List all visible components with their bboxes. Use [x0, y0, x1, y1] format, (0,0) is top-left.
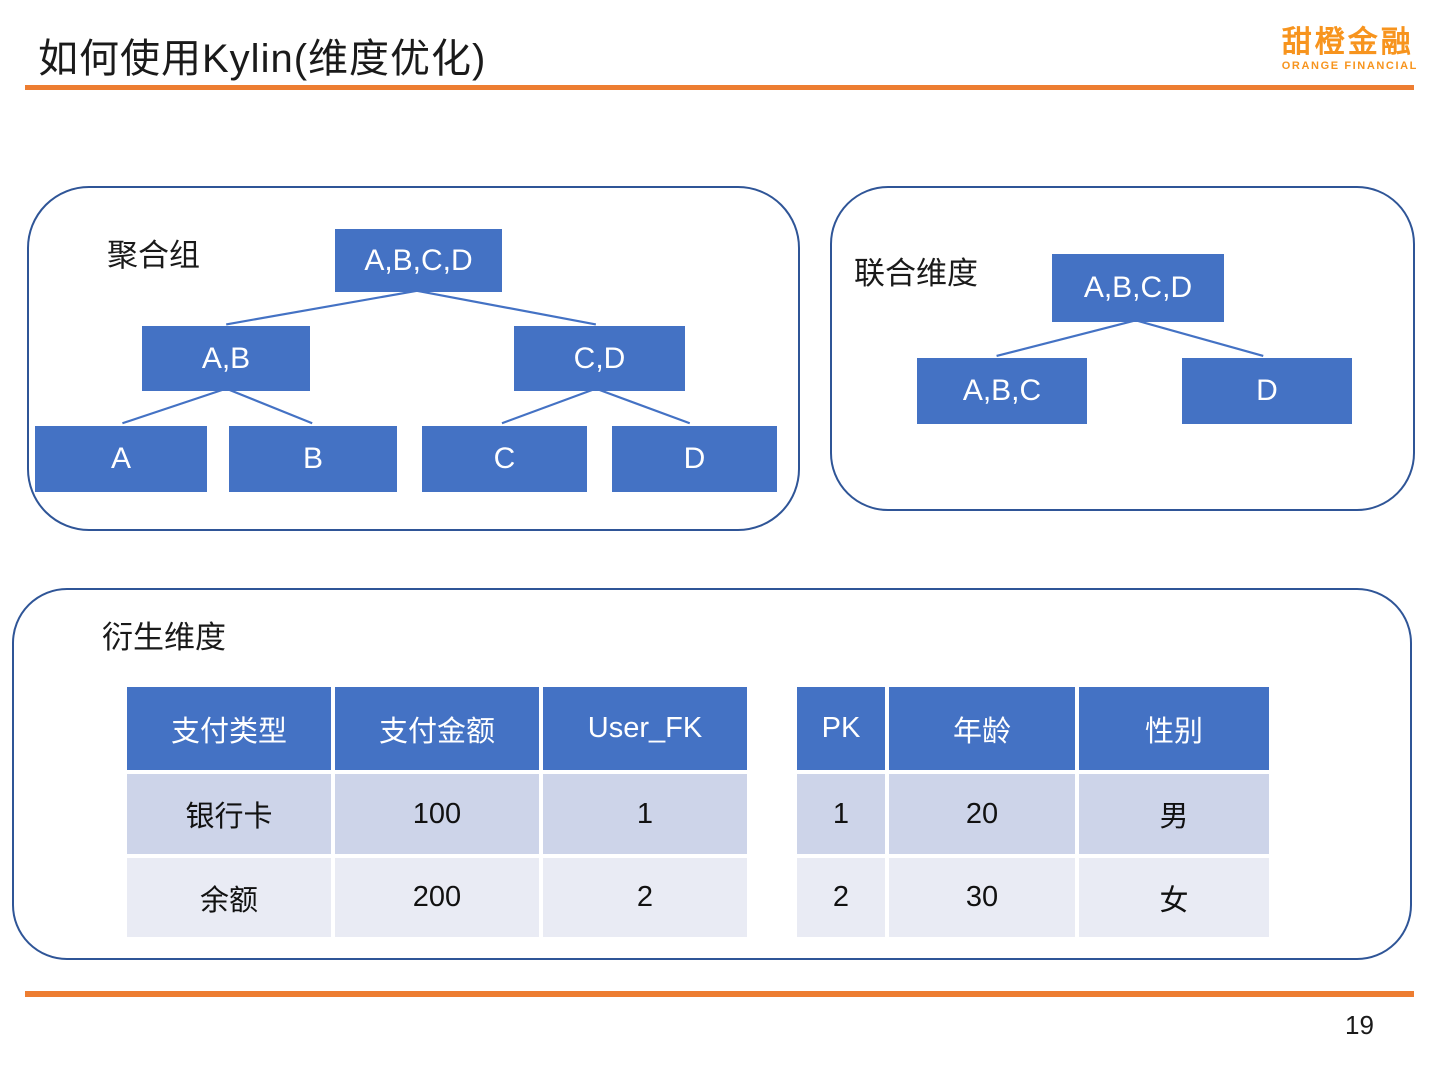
- user-header-age: 年龄: [889, 687, 1075, 770]
- table-cell: 女: [1079, 858, 1269, 937]
- table-cell: 1: [797, 774, 885, 854]
- panel-label-aggregation: 聚合组: [107, 238, 200, 273]
- panel-derived-dimension: 衍生维度 支付类型 支付金额 User_FK 银行卡 100 1 余额 200 …: [12, 588, 1412, 960]
- table-cell: 20: [889, 774, 1075, 854]
- footer-divider: [25, 991, 1414, 997]
- node-abcd: A,B,C,D: [1052, 254, 1224, 322]
- slide-title: 如何使用Kylin(维度优化): [38, 37, 487, 81]
- table-cell: 2: [543, 858, 747, 937]
- connector-line: [416, 289, 597, 326]
- panel-joint-dimension: 联合维度 A,B,C,D A,B,C D: [830, 186, 1415, 511]
- connector-line: [501, 387, 597, 425]
- payment-header-type: 支付类型: [127, 687, 331, 770]
- node-ab: A,B: [142, 326, 310, 391]
- node-b: B: [229, 426, 397, 492]
- tree-connectors: [996, 319, 1264, 357]
- connector-line: [225, 387, 313, 425]
- node-d: D: [1182, 358, 1352, 424]
- user-table: PK 年龄 性别 1 20 男 2 30 女: [797, 687, 1269, 937]
- connector-line: [595, 387, 691, 425]
- logo-text: 甜橙金融: [1281, 26, 1414, 59]
- node-c: C: [422, 426, 587, 492]
- panel-label-derived: 衍生维度: [102, 620, 226, 655]
- table-cell: 30: [889, 858, 1075, 937]
- table-cell: 1: [543, 774, 747, 854]
- table-cell: 余额: [127, 858, 331, 937]
- page-number: 19: [1345, 1010, 1374, 1040]
- title-underline: [25, 85, 1414, 90]
- table-cell: 100: [335, 774, 539, 854]
- panel-label-joint: 联合维度: [854, 256, 978, 291]
- panel-aggregation-group: 聚合组 A,B,C,D A,B C,D A B C D: [27, 186, 800, 531]
- table-cell: 2: [797, 858, 885, 937]
- node-abcd: A,B,C,D: [335, 229, 502, 292]
- user-header-gender: 性别: [1079, 687, 1269, 770]
- user-header-pk: PK: [797, 687, 885, 770]
- connector-line: [996, 319, 1137, 357]
- payment-header-amount: 支付金额: [335, 687, 539, 770]
- connector-line: [226, 289, 418, 326]
- table-cell: 男: [1079, 774, 1269, 854]
- node-abc: A,B,C: [917, 358, 1087, 424]
- connector-line: [122, 387, 227, 425]
- table-cell: 银行卡: [127, 774, 331, 854]
- node-d: D: [612, 426, 777, 492]
- connector-line: [1135, 319, 1264, 357]
- company-logo: 甜橙金融 ORANGE FINANCIAL: [1282, 26, 1418, 72]
- payment-header-userfk: User_FK: [543, 687, 747, 770]
- payment-table: 支付类型 支付金额 User_FK 银行卡 100 1 余额 200 2: [127, 687, 747, 937]
- logo-subtitle: ORANGE FINANCIAL: [1281, 60, 1418, 72]
- table-cell: 200: [335, 858, 539, 937]
- node-cd: C,D: [514, 326, 685, 391]
- node-a: A: [35, 426, 207, 492]
